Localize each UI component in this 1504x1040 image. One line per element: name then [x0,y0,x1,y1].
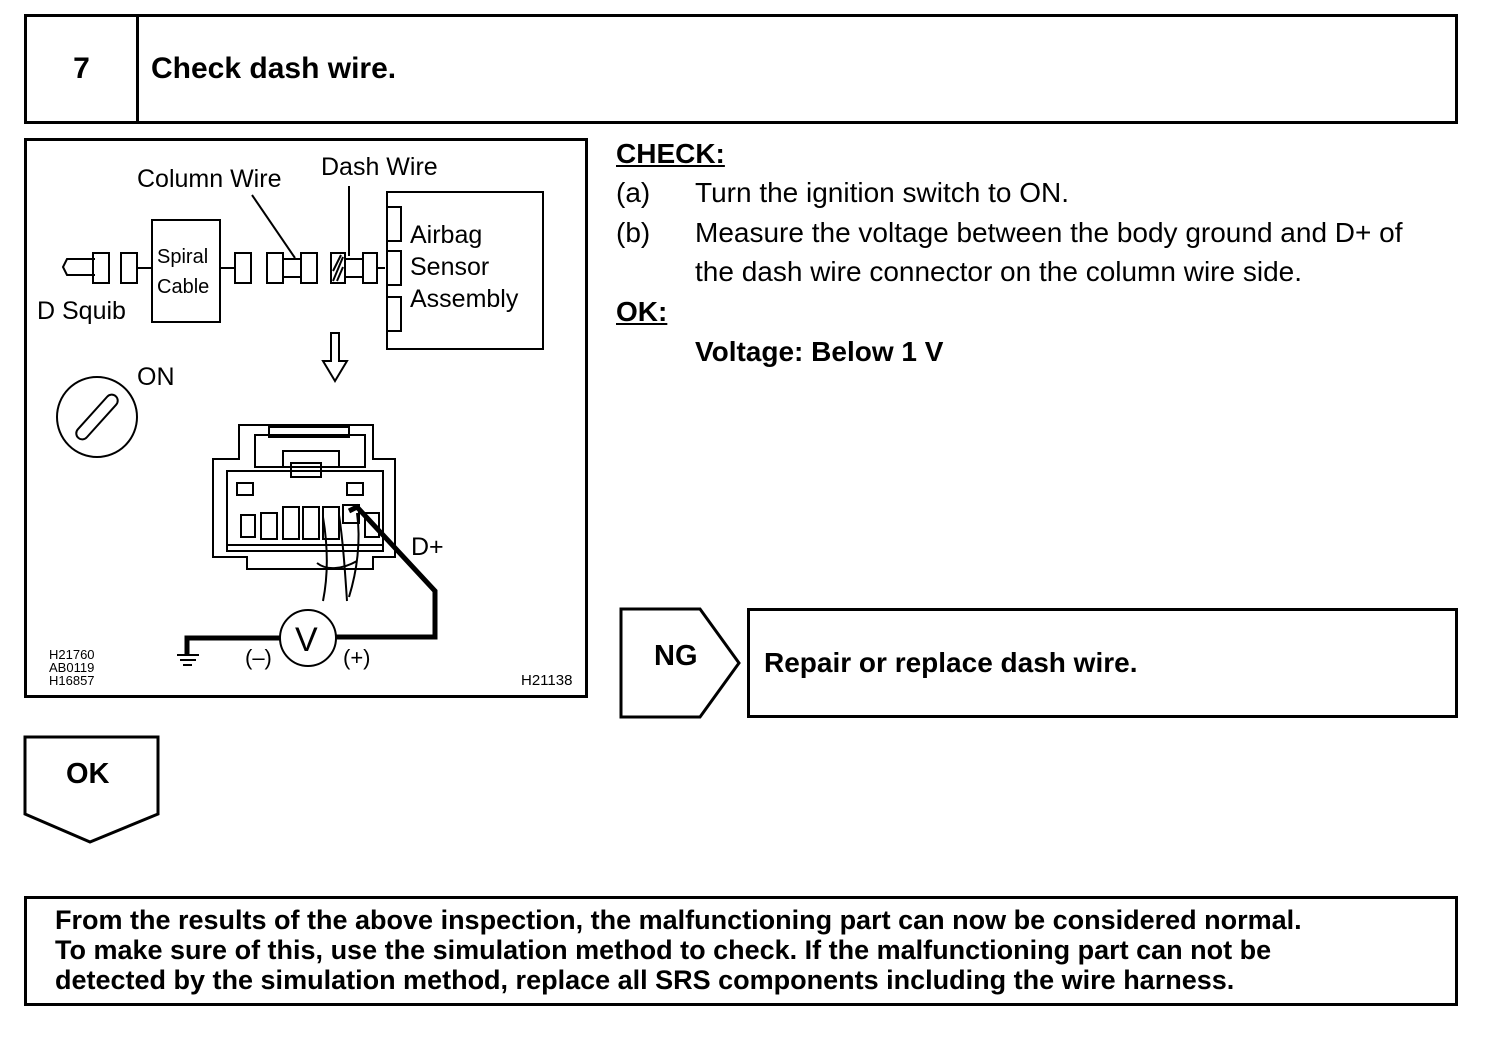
step-title: Check dash wire. [151,52,397,85]
wiring-diagram: Column Wire Dash Wire D Squib Spiral Cab… [24,138,588,698]
wiring-diagram-svg: Column Wire Dash Wire D Squib Spiral Cab… [37,153,572,689]
arrow-down-icon [321,332,349,383]
wire-harness [316,512,360,602]
ok-label: OK [66,758,110,790]
column-wire-label: Column Wire [137,165,281,193]
airbag-sensor-pins [386,206,402,332]
d-squib-connector [61,252,152,284]
voltmeter-symbol: V [295,621,318,659]
step-header: 7 Check dash wire. [24,14,1458,124]
airbag-sensor-label-line3: Assembly [410,285,519,313]
ok-criterion: Voltage: Below 1 V [695,336,944,367]
step-a-text: Turn the ignition switch to ON. [695,177,1070,208]
spiral-cable-box [151,219,221,323]
column-wire-leader [251,194,296,259]
dash-wire-connector-face [212,424,396,570]
voltmeter-icon: V [279,609,337,667]
d-plus-label: D+ [411,533,444,561]
negative-test-lead [184,635,280,655]
step-b-text-line1: Measure the voltage between the body gro… [695,217,1403,248]
ground-icon [177,654,199,666]
step-number: 7 [27,17,139,121]
footer-line-1: From the results of the above inspection… [55,905,1302,935]
step-a-marker: (a) [616,177,651,208]
step-b-text-line2: the dash wire connector on the column wi… [695,256,1302,287]
dash-wire-connectors [330,252,385,284]
figure-code-2: AB0119 [49,660,94,675]
check-heading: CHECK: [616,138,725,169]
d-squib-label: D Squib [37,297,126,325]
dash-wire-label: Dash Wire [321,153,438,181]
figure-code-3: H16857 [49,673,95,688]
ok-heading: OK: [616,296,668,327]
column-wire-connectors [220,252,318,284]
ng-arrow-shape [619,607,741,719]
spiral-cable-label-line2: Cable [157,276,209,298]
airbag-sensor-label-line2: Sensor [410,253,489,281]
ng-action-box: Repair or replace dash wire. [747,608,1458,718]
airbag-sensor-label-line1: Airbag [410,221,482,249]
figure-code-right: H21138 [521,672,572,689]
spiral-cable-label-line1: Spiral [157,246,208,268]
footer-line-3: detected by the simulation method, repla… [55,965,1235,995]
negative-terminal-label: (–) [245,645,272,670]
footer-note: From the results of the above inspection… [24,896,1458,1006]
ok-arrow-shape [23,735,160,844]
positive-test-lead [331,503,438,640]
positive-terminal-label: (+) [343,645,371,670]
ignition-key-icon [56,376,138,458]
check-section: CHECK: (a) Turn the ignition switch to O… [616,136,1476,396]
ng-label: NG [654,640,698,672]
step-b-marker: (b) [616,217,651,248]
footer-line-2: To make sure of this, use the simulation… [55,935,1272,965]
figure-code-1: H21760 [49,647,95,662]
on-label: ON [137,363,175,391]
